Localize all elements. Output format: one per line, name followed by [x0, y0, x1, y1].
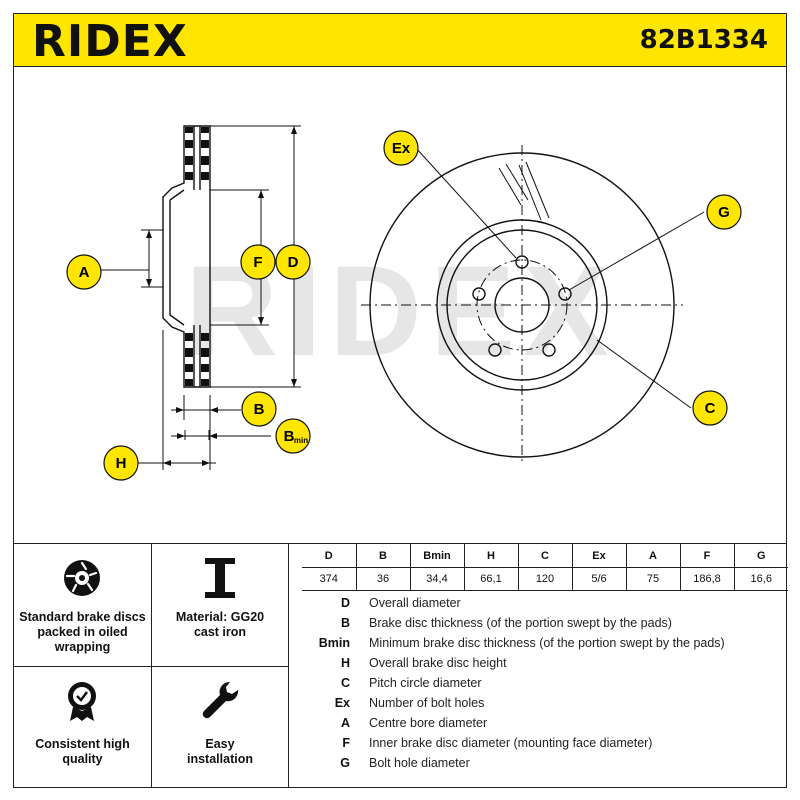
legend-description: Inner brake disc diameter (mounting face… — [369, 736, 653, 750]
dimension-header: H — [464, 544, 519, 568]
feature-text: Standard brake discs packed in oiled wra… — [19, 610, 146, 654]
dimension-value: 66,1 — [464, 567, 519, 591]
feature-material: Material: GG20 cast iron — [152, 544, 288, 666]
svg-text:B: B — [254, 401, 265, 418]
dimension-value: 75 — [626, 567, 681, 591]
legend-key: Ex — [334, 696, 350, 710]
callout-f: F — [240, 244, 276, 280]
feature-text: Easy installation — [187, 737, 253, 766]
arrowheads — [146, 126, 297, 466]
svg-text:B: B — [284, 428, 295, 445]
slot-detail — [498, 161, 550, 221]
dimension-header: B — [356, 544, 411, 568]
svg-text:G: G — [718, 204, 730, 221]
svg-text:F: F — [253, 254, 262, 271]
svg-text:D: D — [288, 254, 299, 271]
dimension-header: Bmin — [410, 544, 465, 568]
legend-description: Number of bolt holes — [369, 696, 485, 710]
brand-logo: RIDEX — [32, 16, 188, 67]
svg-text:A: A — [79, 264, 90, 281]
legend-key: D — [340, 596, 350, 610]
divider — [288, 544, 289, 787]
svg-text:H: H — [116, 455, 127, 472]
quality-badge-icon — [68, 682, 96, 721]
dimension-value: 36 — [356, 567, 411, 591]
dimension-value: 186,8 — [680, 567, 735, 591]
svg-text:C: C — [705, 400, 716, 417]
legend-description: Minimum brake disc thickness (of the por… — [369, 636, 725, 650]
svg-text:Ex: Ex — [392, 140, 411, 157]
vent-hatching — [185, 127, 209, 386]
part-number: 82B1334 — [639, 25, 768, 55]
legend-key: C — [340, 676, 350, 690]
callout-d: D — [275, 244, 311, 280]
callout-c: C — [692, 390, 728, 426]
divider — [14, 666, 288, 667]
divider — [151, 544, 152, 787]
dimension-header: C — [518, 544, 573, 568]
material-icon — [205, 558, 235, 598]
legend-description: Pitch circle diameter — [369, 676, 482, 690]
callout-ex: Ex — [383, 130, 419, 166]
legend-key: G — [340, 756, 350, 770]
dimension-header: A — [626, 544, 681, 568]
leader-lines — [415, 147, 705, 409]
feature-quality: Consistent high quality — [14, 667, 151, 789]
svg-text:min: min — [294, 436, 308, 445]
callout-h: H — [103, 445, 139, 481]
legend-description: Centre bore diameter — [369, 716, 488, 730]
feature-text: Material: GG20 cast iron — [175, 610, 265, 639]
legend-key: A — [340, 716, 350, 730]
legend-key: F — [342, 736, 350, 750]
callout-a: A — [66, 254, 102, 290]
legend-key: Bmin — [318, 636, 350, 650]
feature-text: Consistent high quality — [35, 737, 130, 766]
dimension-value: 5/6 — [572, 567, 627, 591]
dimension-header: G — [734, 544, 788, 568]
disc-icon — [64, 560, 100, 596]
feature-oiled-wrapping: Standard brake discs packed in oiled wra… — [14, 544, 151, 666]
dimension-header: Ex — [572, 544, 627, 568]
dimension-header: F — [680, 544, 735, 568]
wrench-icon — [202, 681, 239, 719]
dimension-lines — [101, 125, 301, 470]
callout-bmin: B min — [275, 418, 311, 454]
legend-key: B — [340, 616, 350, 630]
dimension-value: 16,6 — [734, 567, 788, 591]
dimension-value: 120 — [518, 567, 573, 591]
dimension-value: 374 — [302, 567, 357, 591]
drawing-canvas: RIDEX — [66, 125, 742, 481]
feature-installation: Easy installation — [152, 667, 288, 789]
callout-g: G — [706, 194, 742, 230]
legend-description: Overall brake disc height — [369, 656, 507, 670]
specs-panel: Standard brake discs packed in oiled wra… — [13, 543, 788, 789]
dimension-value: 34,4 — [410, 567, 465, 591]
legend-key: H — [340, 656, 350, 670]
header-bar: RIDEX 82B1334 — [13, 13, 787, 67]
center-lines — [361, 145, 683, 465]
disc-section-view — [162, 125, 211, 388]
legend-description: Overall diameter — [369, 596, 461, 610]
dimension-header: D — [302, 544, 357, 568]
technical-drawing: RIDEX — [13, 67, 787, 543]
legend-description: Bolt hole diameter — [369, 756, 470, 770]
callout-b: B — [241, 391, 277, 427]
legend-description: Brake disc thickness (of the portion swe… — [369, 616, 672, 630]
